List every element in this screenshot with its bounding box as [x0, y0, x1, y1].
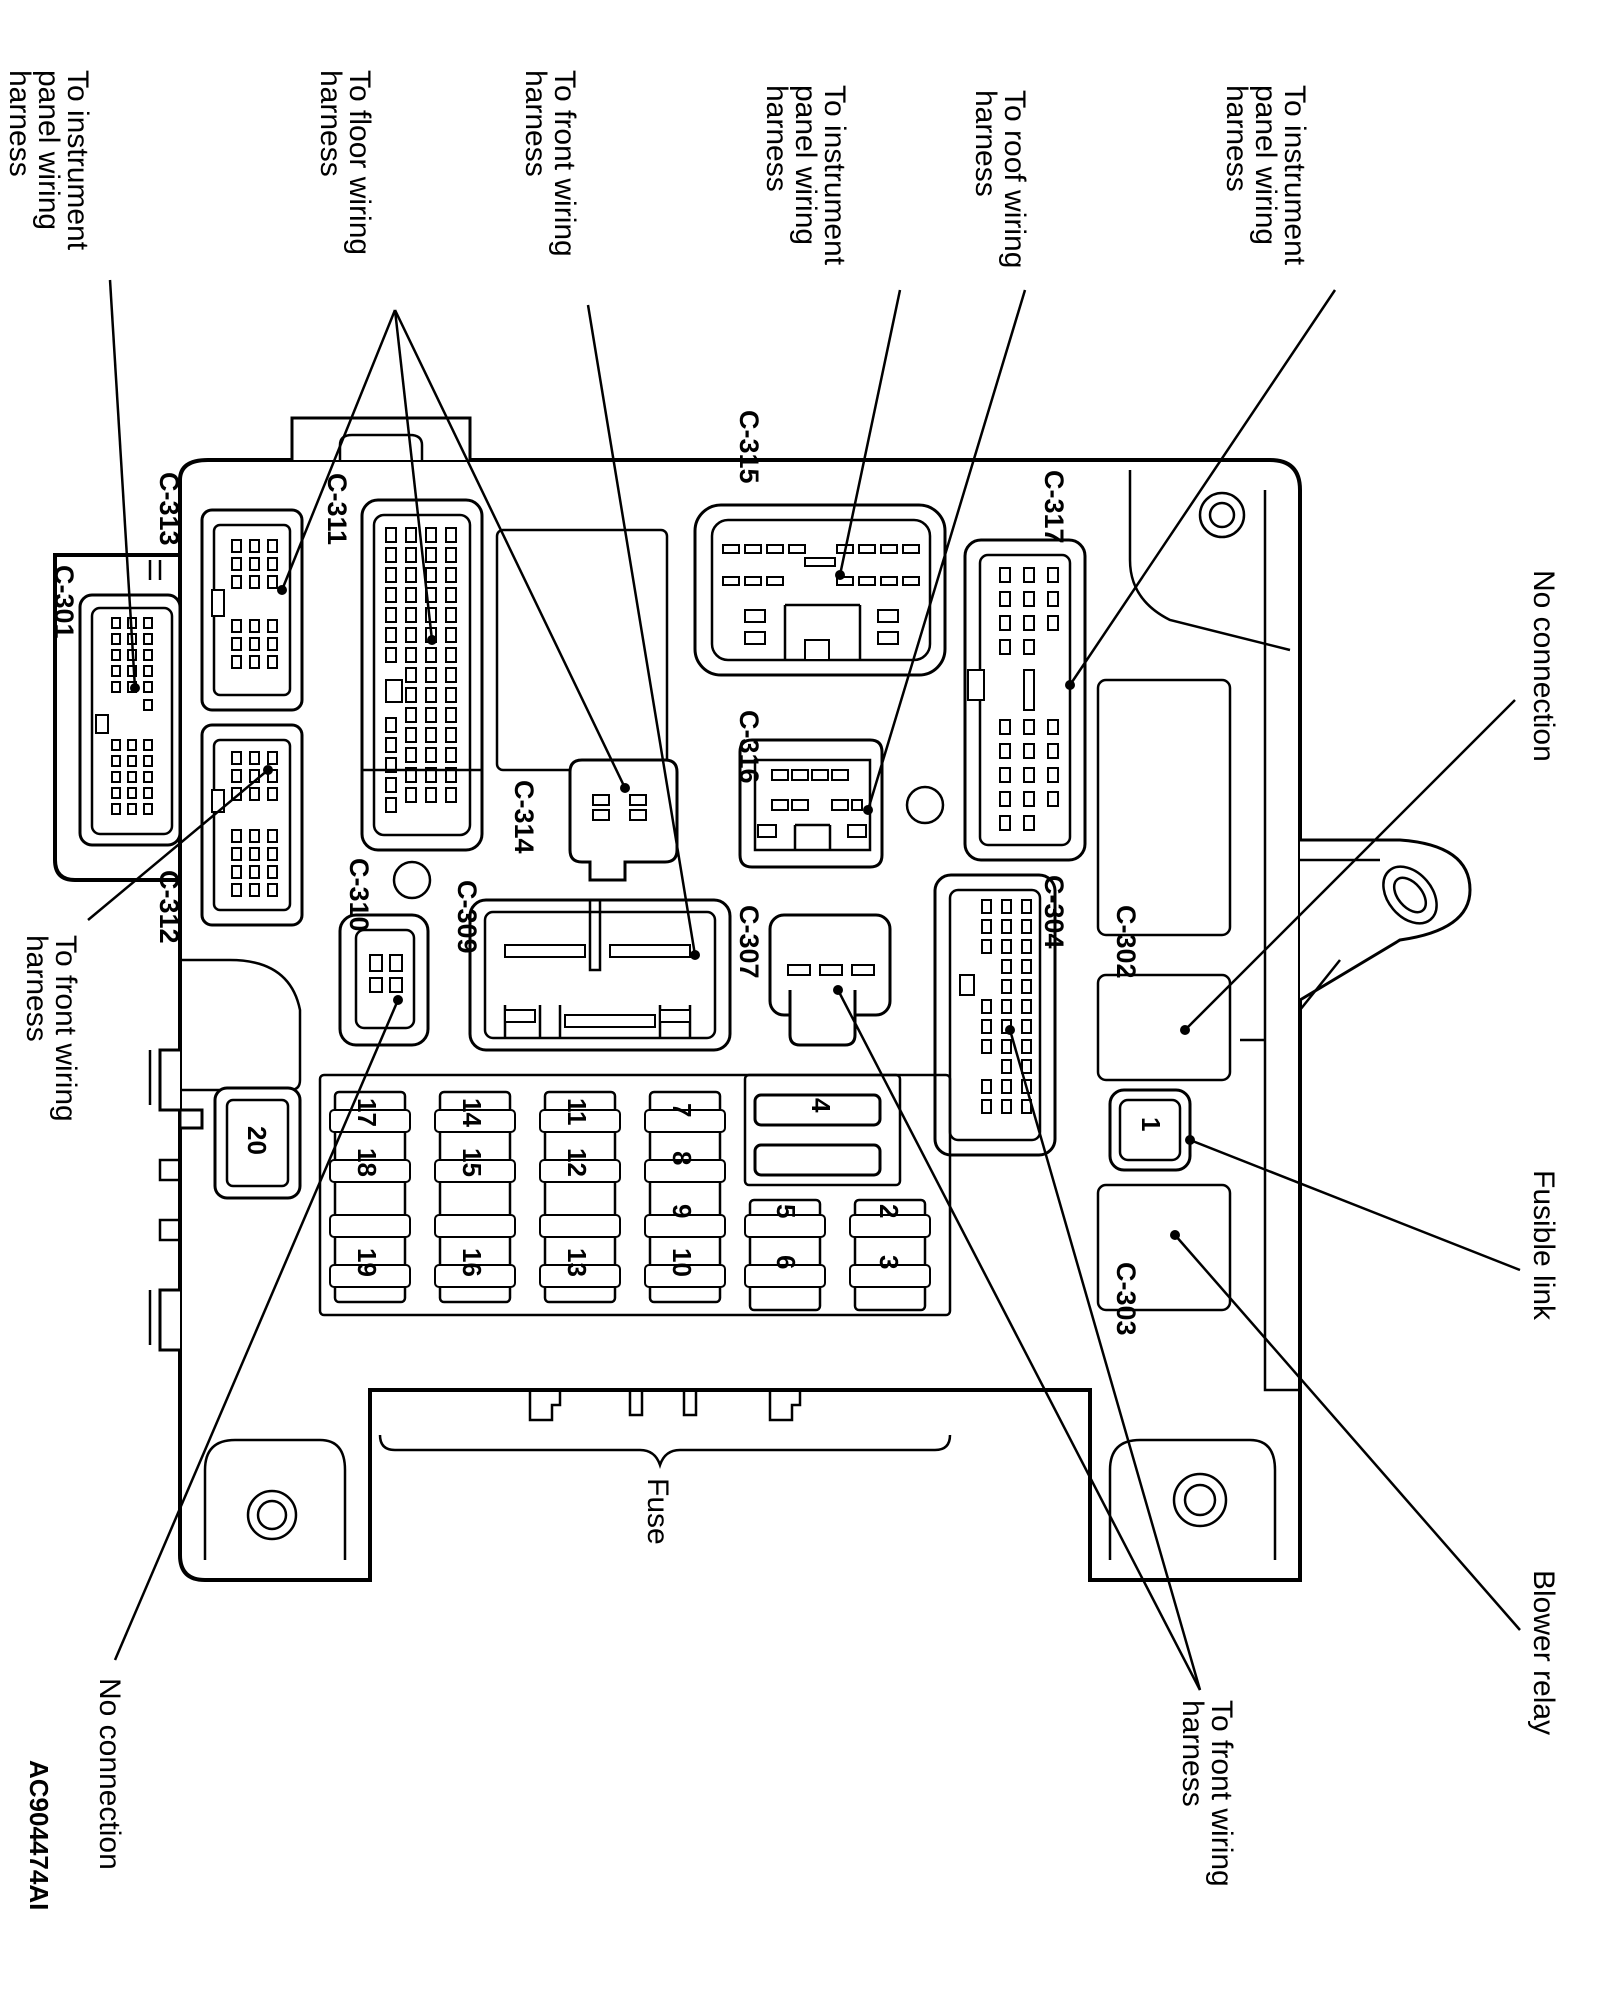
connector-c309	[468, 898, 732, 1052]
callout-no-conn-bottom: No connection	[93, 1678, 126, 1870]
connector-c315	[693, 503, 947, 677]
c315-pin-grid	[722, 544, 920, 645]
connector-c311	[360, 498, 484, 852]
label-c314: C-314	[509, 780, 539, 854]
fuse-10: 10	[667, 1248, 697, 1277]
fuse-11: 11	[562, 1098, 592, 1126]
fuse-brace	[378, 1434, 952, 1469]
fuse-5: 5	[771, 1204, 801, 1218]
fuse-9: 9	[667, 1204, 697, 1218]
label-c315: C-315	[734, 410, 764, 484]
fuse-2: 2	[874, 1204, 904, 1218]
figure-code: AC904474AI	[24, 1760, 54, 1910]
label-c309: C-309	[452, 880, 482, 954]
callout-front-bottom-right: To front wiringharness	[1176, 1700, 1238, 1887]
fuse-18: 18	[352, 1148, 382, 1177]
connector-c312	[200, 723, 304, 927]
fuse-blades	[329, 1109, 931, 1288]
callout-roof: To roof wiringharness	[969, 90, 1031, 268]
connector-c316	[738, 738, 884, 869]
connector-c310	[338, 913, 430, 1047]
leader-dots	[130, 570, 1195, 1240]
label-c313: C-313	[154, 472, 184, 546]
callout-ip-top-left: To instrumentpanel wiringharness	[3, 70, 94, 251]
fuse-16: 16	[457, 1248, 487, 1277]
fuse-20: 20	[242, 1126, 272, 1155]
fuse-13: 13	[562, 1248, 592, 1277]
connector-c303	[1096, 1183, 1232, 1312]
c317-pin-grid	[999, 567, 1059, 831]
label-c310: C-310	[344, 858, 374, 932]
callout-no-conn-right: No connection	[1527, 570, 1560, 762]
c313-pin-grid	[231, 539, 278, 669]
callout-labels: To instrumentpanel wiringharness To floo…	[3, 70, 1560, 1887]
fuse-1: 1	[1136, 1117, 1166, 1131]
label-c303: C-303	[1111, 1262, 1141, 1336]
callout-blower-relay: Blower relay	[1527, 1570, 1560, 1735]
leader-lines	[87, 279, 1521, 1691]
fuse-6: 6	[771, 1255, 801, 1269]
fuse-4: 4	[806, 1098, 836, 1113]
label-c301: C-301	[49, 565, 79, 639]
callout-ip-top-right: To instrumentpanel wiringharness	[1220, 85, 1311, 266]
fuse-columns	[333, 1090, 927, 1312]
fuse-15: 15	[457, 1148, 487, 1177]
connector-c301	[53, 553, 182, 882]
connector-labels: C-301 C-313 C-312 C-311 C-310 C-309 C-31…	[49, 410, 1141, 1336]
callout-floor: To floor wiringharness	[314, 70, 376, 255]
c312-pin-grid	[231, 751, 278, 897]
label-c307: C-307	[734, 905, 764, 979]
fuse-3: 3	[874, 1255, 904, 1269]
fuse-numbers: 1 2 3 4 5 6 7 8 9 10 11 12 13 14 15 16 1…	[242, 1098, 1166, 1277]
fuse-8: 8	[667, 1151, 697, 1165]
label-c302: C-302	[1111, 905, 1141, 979]
fuse-17: 17	[352, 1098, 382, 1127]
label-c316: C-316	[734, 710, 764, 784]
fuse-14: 14	[457, 1098, 487, 1127]
callout-fuse: Fuse	[641, 1478, 674, 1545]
connector-c317	[963, 538, 1087, 862]
mounting-post-right	[905, 785, 945, 825]
mounting-post	[392, 860, 432, 900]
label-c304: C-304	[1039, 875, 1069, 949]
fuse-12: 12	[562, 1148, 592, 1177]
callout-front-left: To front wiringharness	[20, 935, 82, 1122]
fuse-panel	[213, 1073, 952, 1317]
fuse-slot-20	[213, 1086, 302, 1200]
fuse-7: 7	[667, 1103, 697, 1117]
label-c317: C-317	[1039, 470, 1069, 544]
label-c311: C-311	[322, 473, 352, 545]
callout-ip-mid: To instrumentpanel wiringharness	[760, 85, 851, 266]
fuse-19: 19	[352, 1248, 382, 1277]
connector-c302	[1096, 678, 1232, 1082]
fusible-link-1	[1108, 1088, 1192, 1172]
connector-c314	[495, 528, 679, 882]
callout-fusible-link: Fusible link	[1527, 1170, 1560, 1321]
connector-c313	[200, 508, 304, 712]
connector-c304	[933, 873, 1057, 1157]
connector-c307	[768, 913, 892, 1047]
callout-front-top: To front wiringharness	[519, 70, 581, 257]
label-c312: C-312	[154, 870, 184, 944]
c304-pin-grid	[981, 899, 1032, 1114]
c311-pin-grid	[385, 527, 457, 813]
